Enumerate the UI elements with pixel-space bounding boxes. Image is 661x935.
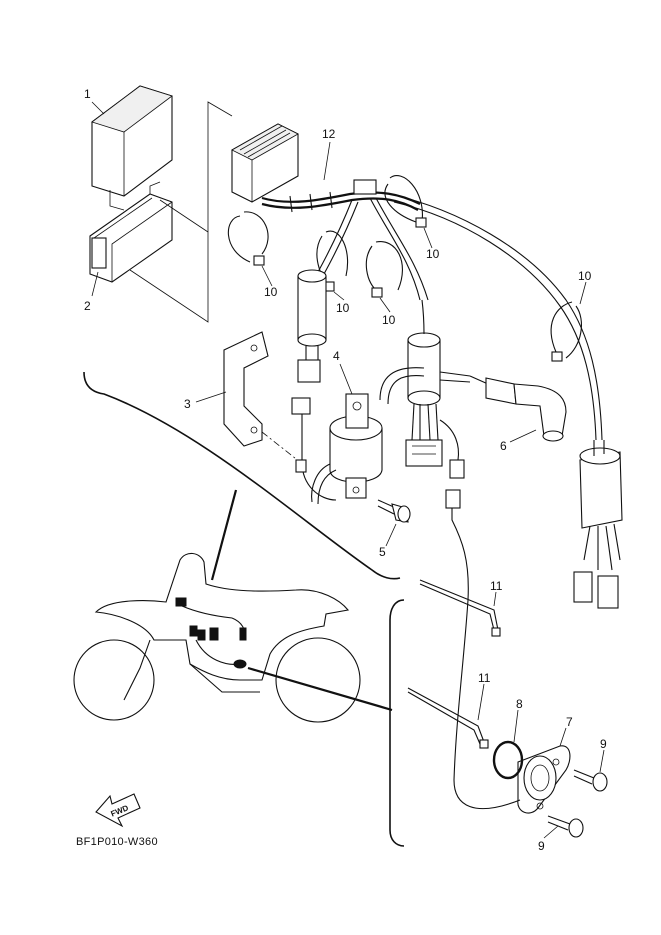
motorcycle-outline xyxy=(73,552,361,723)
part-5-bolt[interactable] xyxy=(377,499,411,523)
callout-2: 2 xyxy=(84,299,91,313)
part-4-ignition-coil[interactable] xyxy=(291,367,471,505)
callout-10-d: 10 xyxy=(426,247,440,261)
part-12-wire-harness[interactable] xyxy=(231,123,623,609)
part-9-screw-lower[interactable] xyxy=(547,815,584,838)
pointer-line-upper xyxy=(210,489,238,581)
part-3-bracket[interactable] xyxy=(223,331,301,463)
section-bracket-bottom xyxy=(389,599,405,847)
part-7-sensor[interactable] xyxy=(445,489,571,814)
part-1-cdi-unit[interactable] xyxy=(91,85,173,211)
callout-10-b: 10 xyxy=(336,301,350,315)
part-6-spark-plug-cap[interactable] xyxy=(469,375,567,442)
callout-7: 7 xyxy=(566,715,573,729)
callout-6: 6 xyxy=(500,439,507,453)
leader-line xyxy=(159,199,209,233)
callout-10-e: 10 xyxy=(578,269,592,283)
harness-sleeve-left[interactable] xyxy=(297,269,327,383)
callout-leaders xyxy=(91,101,605,839)
part-10-clamp-a[interactable] xyxy=(227,211,269,266)
callout-labels: 1 2 3 4 5 6 7 8 9 9 10 10 10 10 10 11 11… xyxy=(84,87,607,853)
callout-10-c: 10 xyxy=(382,313,396,327)
callout-12: 12 xyxy=(322,127,336,141)
callout-1: 1 xyxy=(84,87,91,101)
part-8-o-ring[interactable] xyxy=(492,740,524,780)
callout-11-upper: 11 xyxy=(490,579,503,593)
part-11-cable-tie-lower[interactable] xyxy=(407,687,489,749)
part-2-cdi-holder[interactable] xyxy=(89,181,173,283)
leader-line xyxy=(129,101,233,323)
diagram-code: BF1P010-W360 xyxy=(76,836,158,848)
part-10-clamp-c[interactable] xyxy=(365,241,403,298)
callout-5: 5 xyxy=(379,545,386,559)
callout-4: 4 xyxy=(333,349,340,363)
part-10-clamp-e[interactable] xyxy=(550,301,582,362)
callout-11-lower: 11 xyxy=(478,671,491,685)
harness-sleeve-center[interactable] xyxy=(405,299,465,479)
pointer-line-lower xyxy=(247,666,393,712)
part-9-screw-upper[interactable] xyxy=(573,769,608,792)
part-10-clamp-d[interactable] xyxy=(384,175,427,228)
callout-8: 8 xyxy=(516,697,523,711)
callout-9-lower: 9 xyxy=(538,839,545,853)
callout-9-upper: 9 xyxy=(600,737,607,751)
section-bracket-top xyxy=(83,371,401,580)
callout-10-a: 10 xyxy=(264,285,278,299)
callout-3: 3 xyxy=(184,397,191,411)
fwd-arrow-icon: FWD xyxy=(95,793,141,828)
part-11-cable-tie-upper[interactable] xyxy=(419,579,501,637)
